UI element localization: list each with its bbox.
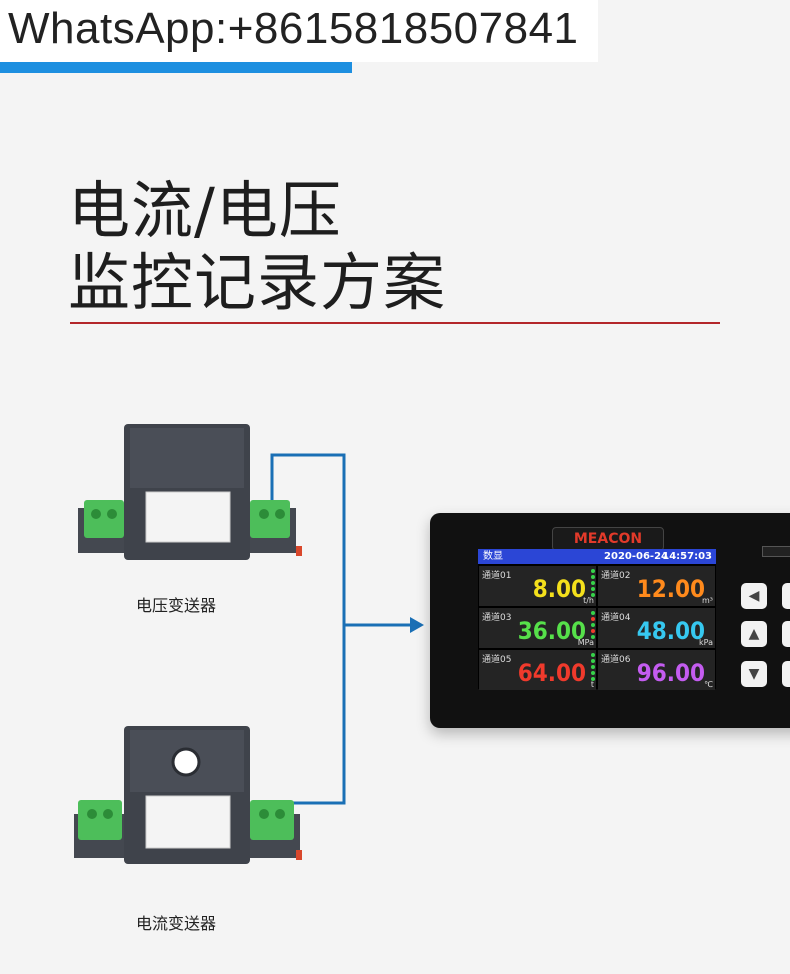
channel-name: 通道04 — [601, 613, 631, 623]
channel-cell: 通道03 36.00 MPa — [479, 608, 596, 648]
channel-name: 通道05 — [482, 655, 512, 665]
channel-cell: 通道06 96.00 ℃ — [598, 650, 715, 690]
channel-indicator — [591, 653, 596, 683]
channel-value: 64.00 — [517, 659, 586, 687]
channel-cell: 通道04 48.00 kPa — [598, 608, 715, 648]
headline-divider — [70, 322, 720, 324]
channel-cell: 通道05 64.00 t — [479, 650, 596, 690]
brand-logo: MEACON — [552, 527, 664, 551]
channel-unit: MPa — [577, 638, 594, 647]
headline-line-2: 监控记录方案 — [68, 246, 447, 319]
usb-port — [762, 546, 790, 557]
whatsapp-contact: WhatsApp:+8615818507841 — [8, 4, 579, 53]
channel-value: 12.00 — [636, 575, 705, 603]
channel-unit: ℃ — [704, 680, 713, 689]
channel-cell: 通道01 8.00 t/h — [479, 566, 596, 606]
voltage-transmitter-caption: 电压变送器 — [136, 596, 217, 615]
esc-key-partial[interactable] — [782, 661, 790, 687]
whatsapp-banner: WhatsApp:+8615818507841 — [0, 0, 598, 62]
screen-date: 2020-06-24 — [604, 551, 668, 562]
down-key[interactable]: ▼ — [741, 661, 767, 687]
channel-unit: t/h — [583, 596, 594, 605]
channel-unit: t — [590, 680, 594, 689]
channel-name: 通道02 — [601, 571, 631, 581]
channel-cell: 通道02 12.00 m³ — [598, 566, 715, 606]
channel-value: 8.00 — [532, 575, 586, 603]
channel-value: 96.00 — [636, 659, 705, 687]
screen-title: 数显 — [483, 551, 503, 562]
up-key[interactable]: ▲ — [741, 621, 767, 647]
channel-name: 通道03 — [482, 613, 512, 623]
left-key[interactable]: ◀ — [741, 583, 767, 609]
current-transmitter-caption: 电流变送器 — [136, 914, 217, 933]
banner-underline — [0, 62, 352, 73]
headline-line-1: 电流/电压 — [68, 174, 342, 247]
arrow-right-icon — [410, 617, 424, 633]
screen-header: 数显 2020-06-24 14:57:03 — [478, 549, 716, 564]
channel-name: 通道06 — [601, 655, 631, 665]
channel-indicator — [591, 611, 596, 641]
channel-value: 36.00 — [517, 617, 586, 645]
voltage-transmitter — [78, 424, 302, 560]
screen-time: 14:57:03 — [662, 551, 712, 562]
recorder-panel: MEACON 数显 2020-06-24 14:57:03 通道01 8.00 … — [430, 513, 790, 728]
channel-indicator — [591, 569, 596, 599]
channel-name: 通道01 — [482, 571, 512, 581]
current-transmitter — [74, 726, 302, 864]
recorder-screen: 数显 2020-06-24 14:57:03 通道01 8.00 t/h 通道0… — [478, 549, 716, 690]
channel-unit: kPa — [699, 638, 713, 647]
right-key-partial[interactable] — [782, 583, 790, 609]
channel-unit: m³ — [702, 596, 713, 605]
enter-key-partial[interactable] — [782, 621, 790, 647]
channel-value: 48.00 — [636, 617, 705, 645]
